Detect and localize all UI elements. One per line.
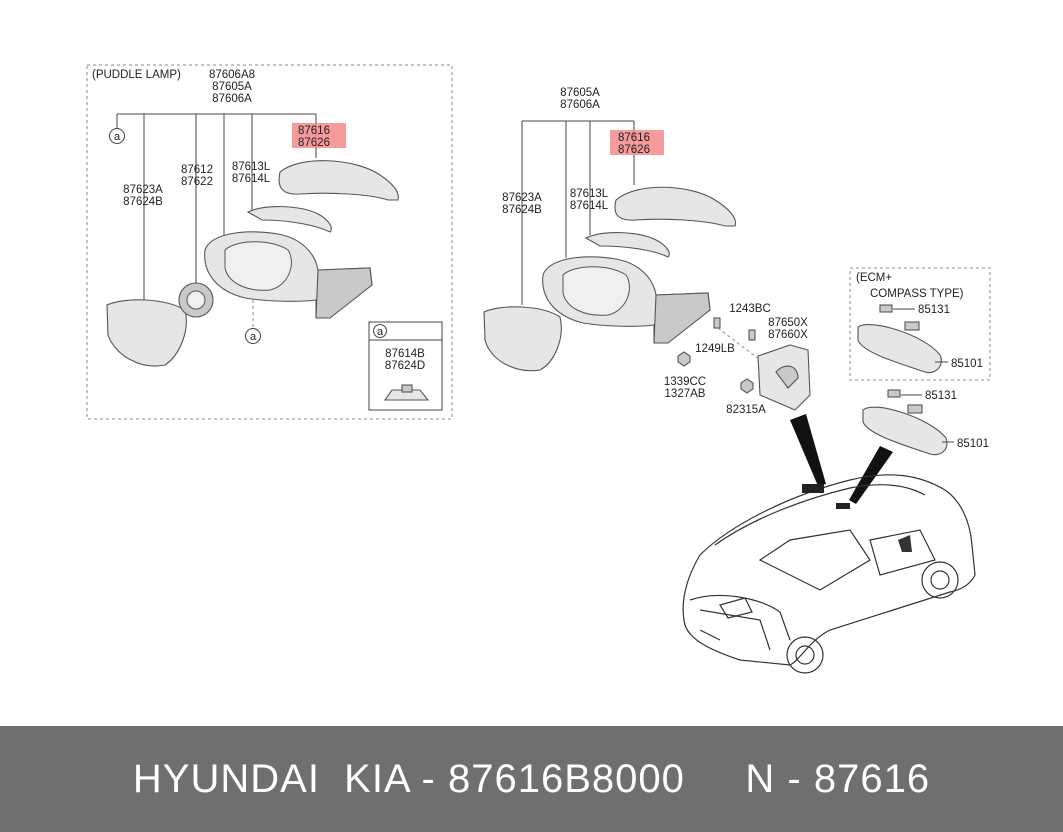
ecm-mirror-shape (857, 323, 942, 374)
ecm-bulb-socket-shape (904, 321, 920, 331)
callout-a-bottom: a (250, 331, 257, 343)
left-mirror-base-shape (315, 267, 373, 319)
detail-number-1: 87614B (385, 348, 425, 360)
right-cover-number-1: 87616 (618, 132, 650, 144)
right-leader-lines (521, 120, 635, 305)
left-mirror-glass-shape (106, 299, 187, 367)
inside-bulb-shape (887, 389, 901, 398)
left-cover-number-1: 87616 (298, 125, 330, 137)
left-top-number-1: 87606A8 (209, 69, 255, 81)
detail-a-circle (373, 324, 387, 338)
right-glass-number-1: 87623A (502, 192, 542, 204)
puddle-lamp-title: (PUDDLE LAMP) (92, 69, 181, 81)
right-repeater-lamp-shape (584, 232, 670, 258)
right-top-number-2: 87606A (560, 99, 600, 111)
right-housing-opening-shape (562, 266, 630, 316)
left-leader-lines (116, 113, 317, 300)
right-mirror-glass-shape (483, 306, 562, 372)
detail-lamp-connector (401, 384, 413, 393)
left-housing-opening-shape (224, 241, 292, 291)
left-lamp-number-2: 87622 (181, 176, 213, 188)
left-puddle-lamp-lens (186, 290, 206, 310)
bolt-leader-dash (717, 327, 761, 361)
left-lamp-number-1: 87612 (181, 164, 213, 176)
ecm-title-line-2: COMPASS TYPE) (870, 288, 964, 300)
callout-a-circle-left (109, 128, 125, 144)
detail-a-letter: a (377, 326, 384, 338)
right-mirror-base-shape (653, 292, 711, 344)
nut-82315-number: 82315A (726, 404, 766, 416)
callout-a-left: a (114, 131, 121, 143)
cover-inner-number-2: 87660X (768, 329, 808, 341)
left-glass-number-1: 87623A (123, 184, 163, 196)
detail-lamp-shape (383, 389, 430, 401)
left-top-number-2: 87605A (212, 81, 252, 93)
left-repeater-lamp-shape (246, 206, 332, 233)
left-repeater-number-1: 87613L (232, 161, 271, 173)
puddle-lamp-panel-border (86, 64, 453, 420)
right-repeater-number-1: 87613L (570, 188, 609, 200)
right-glass-number-2: 87624B (502, 204, 542, 216)
inside-bulb-number: 85131 (925, 390, 957, 402)
right-repeater-number-2: 87614L (570, 200, 609, 212)
inside-bulb-socket-shape (907, 404, 923, 414)
bolt-1249-number: 1249LB (695, 343, 735, 355)
inside-mirror-number: 85101 (957, 438, 989, 450)
inside-mirror-shape (862, 406, 948, 456)
pointer-arrow-right (849, 446, 893, 504)
ecm-title-line-1: (ECM+ (856, 272, 892, 284)
left-repeater-number-2: 87614L (232, 173, 271, 185)
nut-number-2: 1327AB (665, 388, 706, 400)
right-mirror-cover-shape (614, 186, 737, 227)
ecm-bulb-number: 85131 (918, 304, 950, 316)
callout-a-circle-bottom (245, 328, 261, 344)
left-cover-highlight (292, 123, 346, 148)
right-top-number-1: 87605A (560, 87, 600, 99)
nut-number-1: 1339CC (664, 376, 706, 388)
bolt-1243-number: 1243BC (729, 303, 771, 315)
right-cover-highlight (610, 130, 664, 155)
car-side-mirror (898, 535, 912, 552)
ecm-bulb-shape (879, 304, 893, 313)
cover-inner-number-1: 87650X (768, 317, 808, 329)
car-mirror-marker-1 (802, 484, 824, 493)
footer-part-number-text: HYUNDAI KIA - 87616B8000 N - 87616 (132, 756, 931, 801)
left-glass-number-2: 87624B (123, 196, 163, 208)
left-top-number-3: 87606A (212, 93, 252, 105)
ecm-mirror-number: 85101 (951, 358, 983, 370)
nut-1339-shape (677, 351, 691, 367)
nut-82315-shape (740, 378, 754, 394)
exploded-parts-diagram: (PUDDLE LAMP) 87606A8 87605A 87606A a 87… (86, 64, 991, 674)
vehicle-outline (682, 474, 976, 674)
right-cover-number-2: 87626 (618, 144, 650, 156)
bolt-1249-shape (713, 317, 721, 329)
footer-bar: HYUNDAI KIA - 87616B8000 N - 87616 (0, 726, 1063, 832)
detail-number-2: 87624D (385, 360, 425, 372)
left-cover-number-2: 87626 (298, 137, 330, 149)
left-mirror-cover-shape (278, 160, 399, 201)
bolt-1243-shape (748, 329, 756, 341)
car-mirror-marker-2 (836, 503, 850, 509)
pointer-arrow-left (790, 414, 826, 486)
inner-cover-detail (775, 365, 799, 389)
